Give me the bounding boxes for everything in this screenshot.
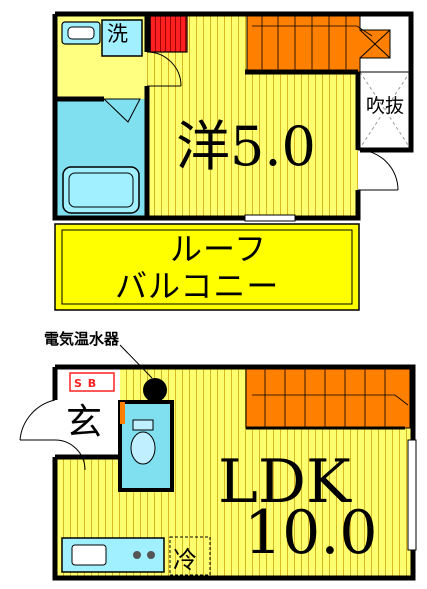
- entrance-label: 玄: [66, 402, 103, 443]
- washer-label: 洗: [107, 22, 128, 46]
- lower-stairs: [245, 366, 411, 430]
- fridge-label: 冷: [173, 546, 197, 574]
- lower-floor: [19, 344, 417, 581]
- fridge-space: [169, 536, 211, 576]
- water-heater-label: 電気温水器: [44, 330, 120, 348]
- toilet: [132, 419, 154, 431]
- upper-floor: [52, 11, 414, 311]
- ldk-label-line2: 10.0: [244, 498, 378, 568]
- roof-balcony: [54, 223, 360, 311]
- balcony-label-line1: ルーフ: [170, 230, 268, 268]
- storage-cabinet: [149, 15, 188, 53]
- water-heater: [143, 378, 167, 402]
- upper-stairs: [246, 13, 391, 73]
- washer-space: [101, 19, 143, 57]
- western-room-label: 洋5.0: [176, 115, 316, 178]
- shoe-box-label: S B: [74, 377, 98, 390]
- shoe-box: [69, 372, 115, 392]
- balcony-label-line2: バルコニー: [115, 267, 280, 305]
- ldk-label-line1: LDK: [218, 447, 351, 517]
- void-label: 吹抜: [366, 95, 405, 117]
